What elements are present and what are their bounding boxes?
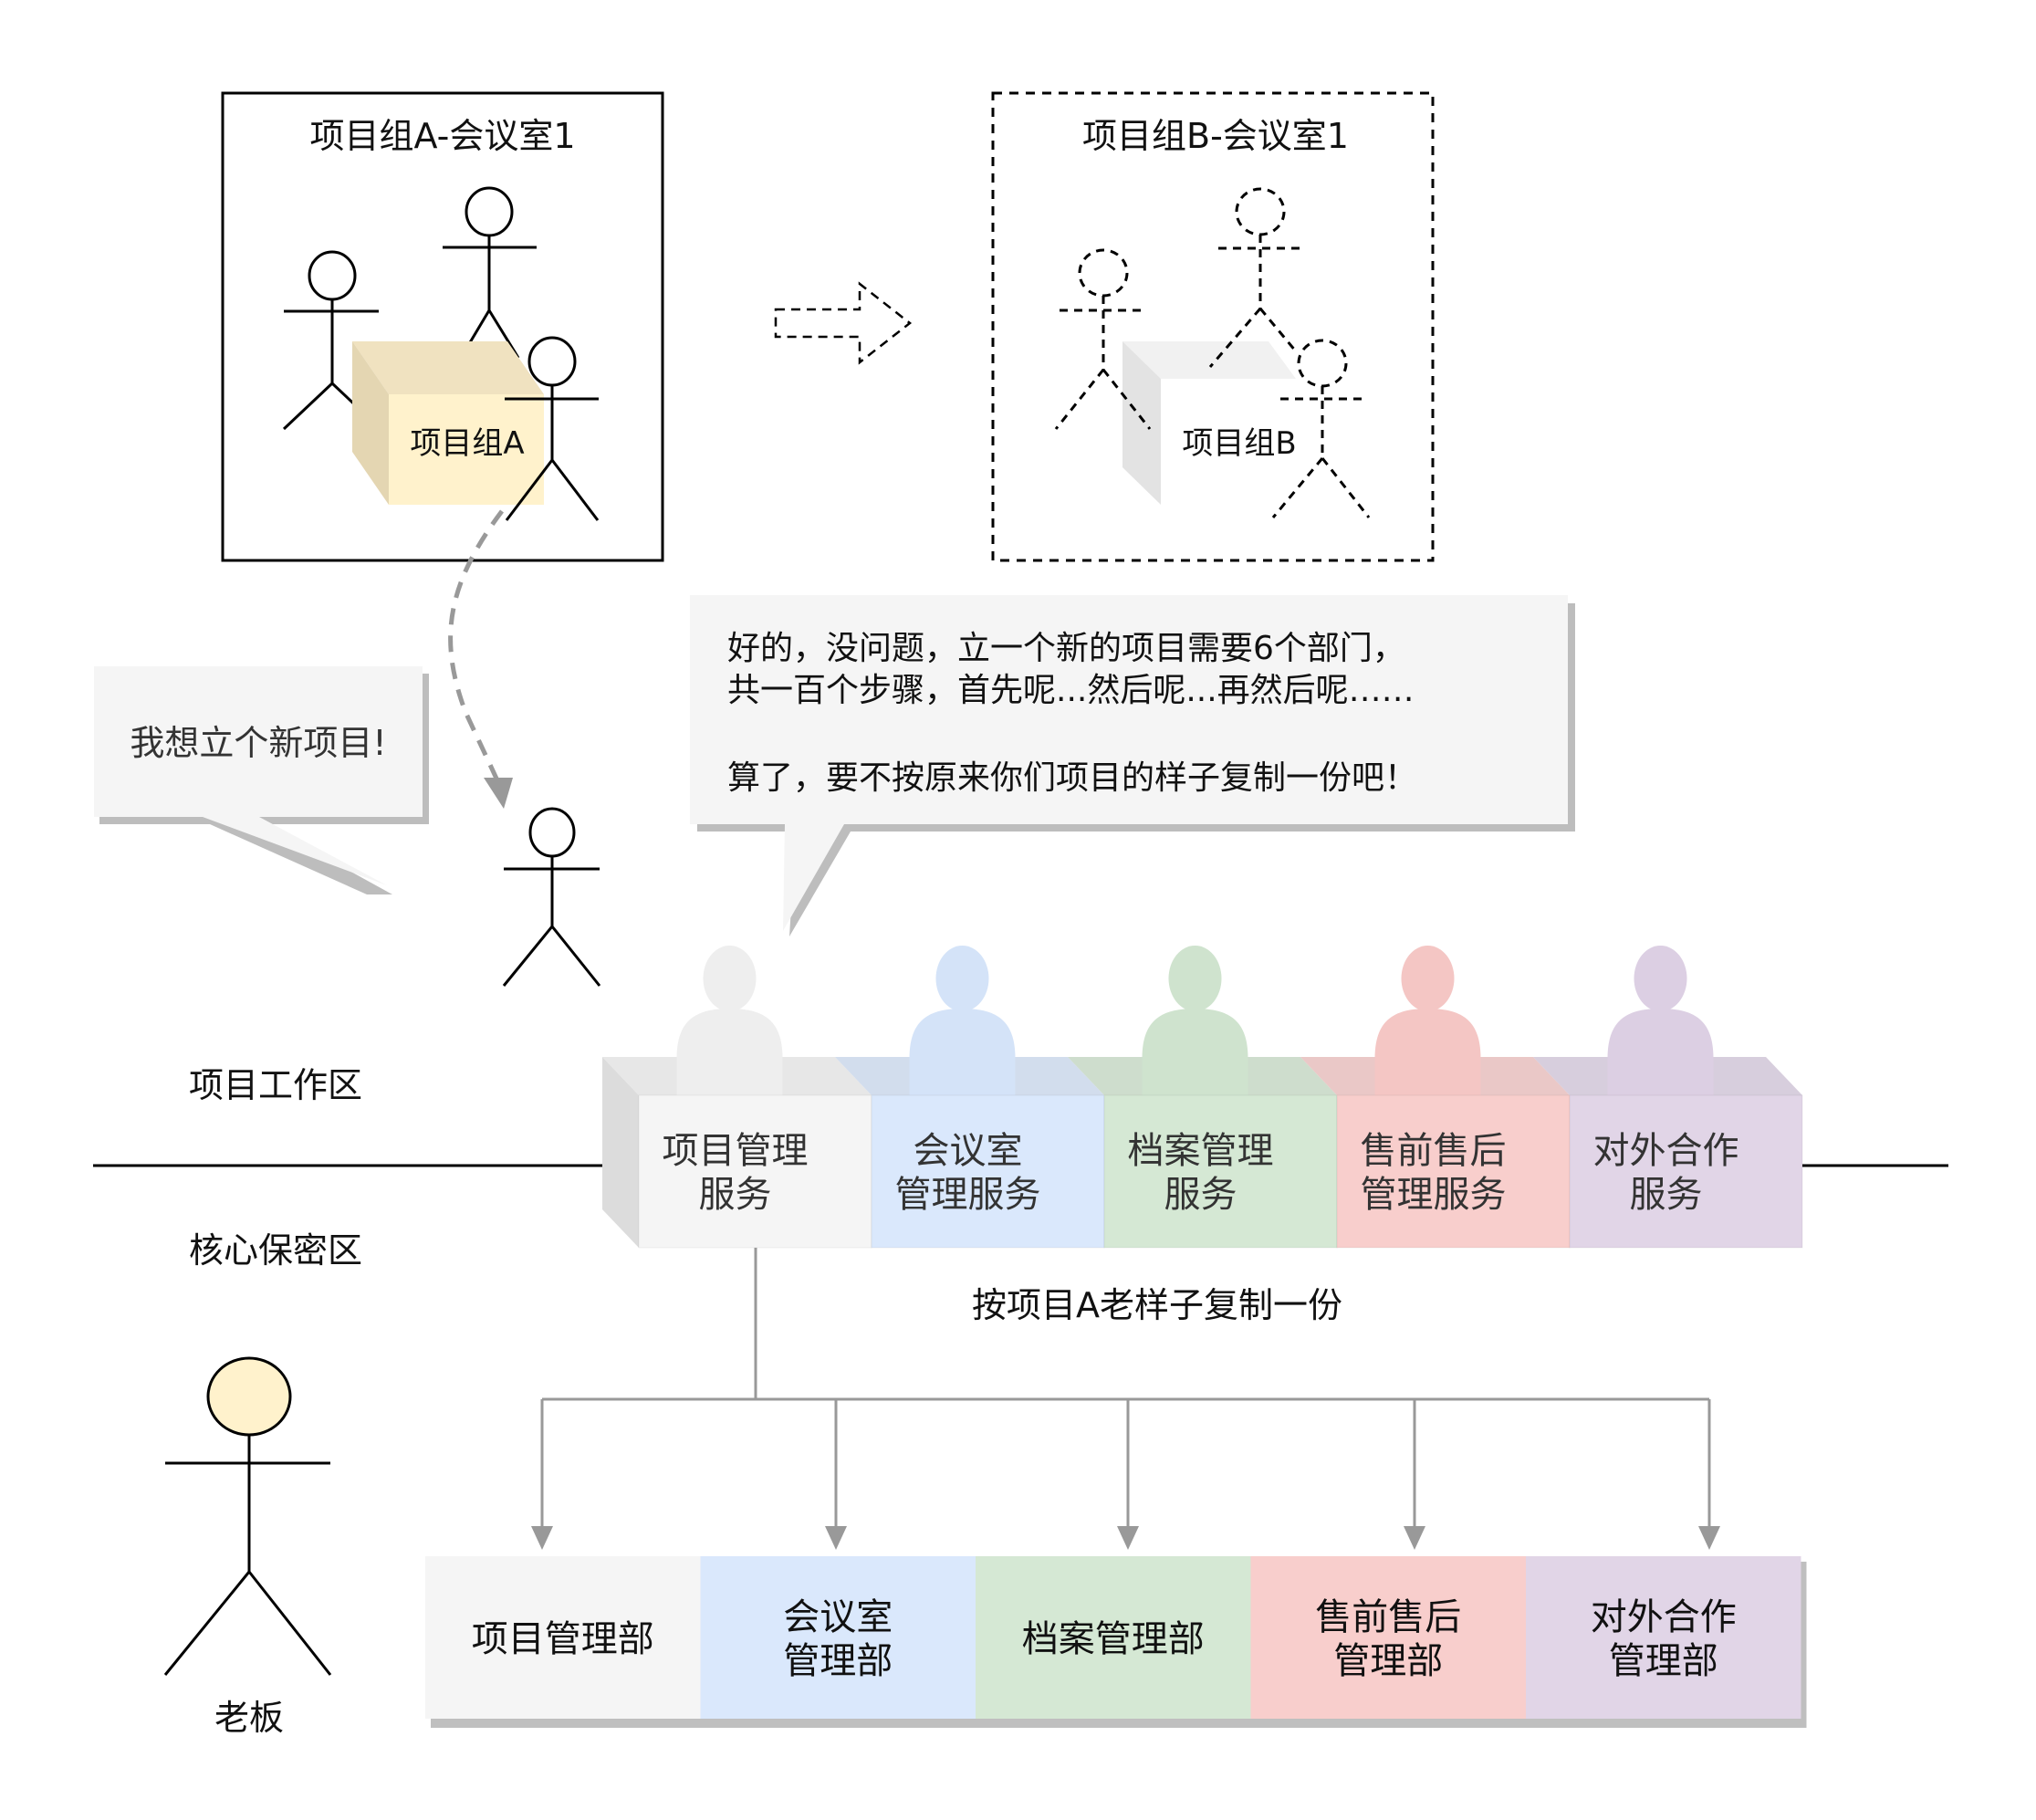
service-label-line1: 会议室 [914, 1130, 1023, 1172]
person-icon [502, 807, 601, 987]
department-label-line2: 管理部 [1609, 1640, 1718, 1682]
staff-head-icon [703, 946, 757, 1011]
speech-right-line2: 共一百个步骤，首先呢...然后呢...再然后呢…… [727, 672, 1415, 709]
zone-work-label: 项目工作区 [189, 1065, 362, 1105]
service-label-line2: 服务 [699, 1174, 772, 1216]
department-shadow [431, 1719, 1807, 1728]
staff-head-icon [1634, 946, 1687, 1011]
department-box [425, 1556, 701, 1719]
department-label-line2: 管理部 [783, 1640, 893, 1682]
service-label-line2: 管理服务 [1361, 1174, 1507, 1216]
speech-bubble-right: 好的，没问题，立一个新的项目需要6个部门， 共一百个步骤，首先呢...然后呢..… [690, 595, 1575, 936]
speech-right-line3: 算了，要不按原来你们项目的样子复制一份吧！ [727, 759, 1417, 797]
room-a-frame [221, 91, 664, 562]
copy-label: 按项目A老样子复制一份 [972, 1285, 1342, 1325]
staff-body-icon [676, 1009, 783, 1095]
staff-head-icon [1401, 946, 1455, 1011]
speech-bubble-left: 我想立个新项目! [94, 666, 429, 894]
person-icon [505, 336, 600, 521]
service-front [1569, 1094, 1803, 1249]
arrowhead-icon [1404, 1526, 1425, 1550]
department-label: 项目管理部 [472, 1618, 654, 1660]
arrowhead-icon [531, 1526, 553, 1550]
department-box [1250, 1556, 1526, 1719]
service-front [1336, 1094, 1571, 1249]
department-box [976, 1556, 1251, 1719]
person-dashed-icon [1208, 187, 1301, 368]
speech-left-text: 我想立个新项目! [130, 723, 386, 763]
arrowhead-icon [1698, 1526, 1720, 1550]
project-group-a-label: 项目组A [410, 425, 524, 462]
person-dashed-icon [1054, 248, 1152, 430]
department-label-line2: 管理部 [1333, 1640, 1443, 1682]
move-arrow-icon [448, 509, 505, 782]
department-2: 档案管理部 [976, 1556, 1251, 1719]
service-label-line1: 项目管理 [663, 1130, 809, 1172]
department-label: 档案管理部 [1022, 1618, 1205, 1660]
arrowhead-icon [825, 1526, 847, 1550]
staff-body-icon [1374, 1009, 1481, 1095]
room-b-title: 项目组B-会议室1 [1082, 116, 1349, 156]
boss-person-icon [163, 1356, 332, 1676]
department-box [700, 1556, 976, 1719]
person-dashed-icon [1271, 339, 1371, 518]
staff-head-icon [1168, 946, 1222, 1011]
service-front [871, 1094, 1105, 1249]
room-b: 项目组B-会议室1 项目组B [991, 91, 1435, 562]
department-0: 项目管理部 [425, 1556, 701, 1719]
service-label-line1: 档案管理 [1128, 1130, 1274, 1172]
service-label-line1: 对外合作 [1593, 1130, 1739, 1172]
arrowhead-icon [484, 778, 513, 809]
service-label-line1: 售前售后 [1361, 1130, 1507, 1172]
staff-head-icon [935, 946, 989, 1011]
room-a: 项目组A-会议室1 项目组A [221, 91, 664, 562]
boss: 老板 [163, 1356, 332, 1738]
project-group-b-label: 项目组B [1182, 425, 1296, 462]
department-label-line1: 会议室 [783, 1596, 893, 1638]
boss-label: 老板 [214, 1698, 284, 1738]
project-group-b-box: 项目组B [1122, 341, 1297, 505]
staff-body-icon [1607, 1009, 1714, 1095]
person-icon [443, 186, 537, 359]
service-label-line2: 服务 [1630, 1174, 1703, 1216]
person-icon [282, 250, 382, 431]
transition-arrow-icon [774, 281, 913, 365]
staff-body-icon [1142, 1009, 1248, 1095]
counter-side [602, 1057, 639, 1248]
staff-body-icon [909, 1009, 1016, 1095]
service-front [1103, 1094, 1338, 1249]
room-b-frame [991, 91, 1435, 562]
arrowhead-icon [1117, 1526, 1139, 1550]
service-label-line2: 服务 [1164, 1174, 1237, 1216]
room-a-title: 项目组A-会议室1 [309, 116, 575, 156]
project-group-a-box: 项目组A [352, 341, 544, 505]
department-label-line1: 售前售后 [1315, 1596, 1461, 1638]
connector-tree [531, 1248, 1720, 1550]
department-box [1526, 1556, 1801, 1719]
speech-right-line1: 好的，没问题，立一个新的项目需要6个部门， [727, 630, 1405, 667]
service-label-line2: 管理服务 [895, 1174, 1041, 1216]
zone-core-label: 核心保密区 [189, 1230, 362, 1271]
department-label-line1: 对外合作 [1591, 1596, 1737, 1638]
